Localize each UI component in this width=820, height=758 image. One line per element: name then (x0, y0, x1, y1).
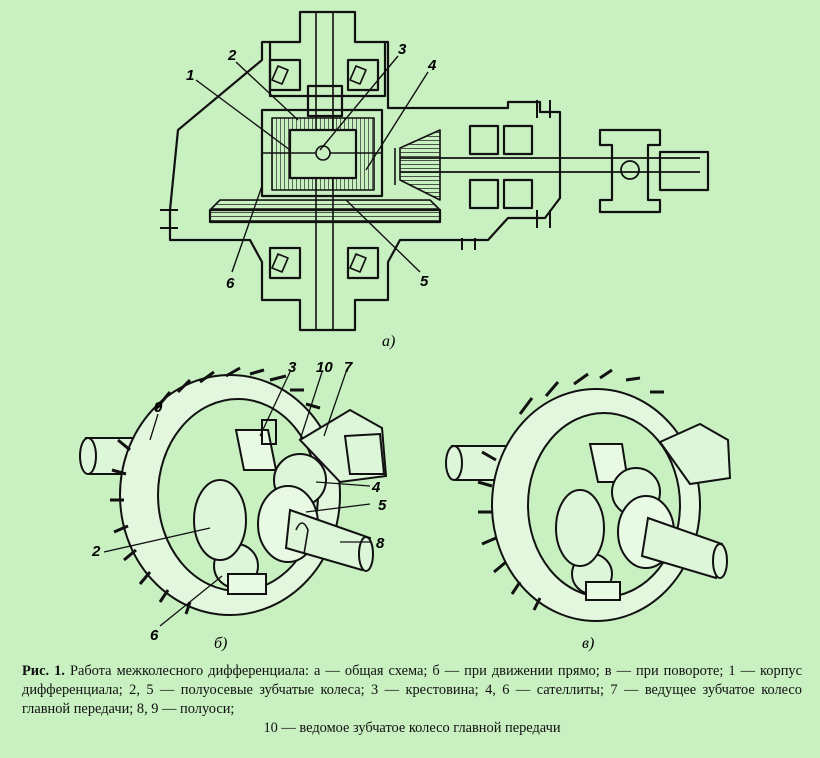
cross-3 (234, 429, 278, 471)
label-a-4: 4 (427, 57, 437, 74)
label-b-6: 6 (150, 627, 159, 644)
label-a-5: 5 (420, 273, 429, 290)
caption-line-3: 10 — ведомое зубчатое колесо главной пер… (263, 720, 561, 736)
label-b-2: 2 (91, 543, 101, 560)
label-b-4: 4 (371, 479, 381, 496)
ring-gear (208, 208, 442, 224)
scheme-b (79, 366, 388, 627)
caption-fig-number: Рис. 1. (22, 663, 65, 679)
label-a-3: 3 (398, 41, 407, 58)
drive-pinion (399, 129, 441, 201)
label-a-1: 1 (186, 67, 194, 84)
bearing-bottom-left (268, 246, 302, 280)
bearing-top-right (346, 58, 380, 92)
label-b-7: 7 (344, 359, 353, 376)
half-axle-gear-top (306, 84, 344, 118)
housing-outline (168, 10, 562, 332)
pinion-bearing-3 (468, 178, 500, 210)
label-a-2: 2 (227, 47, 237, 64)
sublabel-a: а) (382, 333, 395, 350)
label-a-6: 6 (226, 275, 235, 292)
flange-yoke (598, 128, 662, 214)
label-b-9: 9 (154, 399, 163, 416)
pinion-bearing-2 (502, 124, 534, 156)
pinion-bearing-1 (468, 124, 500, 156)
label-b-8: 8 (376, 535, 385, 552)
caption-text: Работа межколесного дифференциала: а — о… (22, 663, 802, 717)
scheme-v (445, 368, 732, 622)
axle-8 (284, 508, 372, 572)
bearing-top-left (268, 58, 302, 92)
scheme-a (160, 10, 710, 332)
label-b-10: 10 (316, 359, 333, 376)
labels-b: 3 10 7 9 4 5 8 2 6 б) (91, 359, 387, 652)
sublabel-b: б) (214, 635, 227, 652)
side-gear-2 (193, 479, 247, 561)
label-b-3: 3 (288, 359, 297, 376)
right-axle (640, 516, 724, 580)
differential-diagram: 1 2 3 4 5 6 а) (79, 10, 732, 652)
bearing-bottom-right (346, 246, 380, 280)
sublabel-v: в) (582, 635, 594, 652)
label-b-5: 5 (378, 497, 387, 514)
labels-a: 1 2 3 4 5 6 а) (186, 41, 437, 350)
drive-pinion (658, 422, 732, 486)
pinion-bearing-4 (502, 178, 534, 210)
figure-caption: Рис. 1. Работа межколесного дифференциал… (22, 662, 802, 738)
